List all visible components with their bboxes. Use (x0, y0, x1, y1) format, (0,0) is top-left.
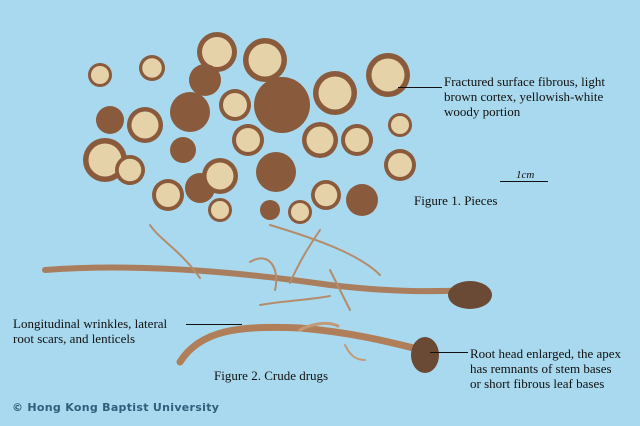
root-head-2 (411, 337, 439, 373)
root-piece (254, 77, 310, 133)
root-piece (170, 92, 210, 132)
piece-cross-section (202, 37, 232, 67)
copyright: © Hong Kong Baptist University (12, 401, 220, 414)
piece-cross-section (345, 128, 369, 152)
root-piece (346, 184, 378, 216)
root-pieces (83, 32, 416, 224)
crude-root-1 (42, 224, 473, 311)
annotation-leader-2 (186, 324, 242, 325)
piece-cross-section (314, 183, 338, 207)
piece-cross-section (142, 58, 162, 78)
root-piece (170, 137, 196, 163)
piece-cross-section (118, 158, 142, 182)
piece-cross-section (388, 153, 412, 177)
piece-cross-section (306, 126, 334, 154)
annotation-leader-1 (398, 87, 442, 88)
root-piece (189, 64, 221, 96)
root-head-1 (448, 281, 492, 309)
piece-cross-section (223, 93, 247, 117)
piece-cross-section (211, 201, 229, 219)
piece-cross-section (206, 162, 234, 190)
piece-cross-section (88, 143, 122, 177)
root-piece (256, 152, 296, 192)
crude-root-2 (176, 321, 434, 366)
piece-cross-section (318, 76, 352, 110)
scale-bar (500, 181, 548, 182)
annotation-leader-3 (430, 352, 468, 353)
piece-cross-section (248, 43, 282, 77)
figure2-caption: Figure 2. Crude drugs (214, 368, 329, 383)
piece-cross-section (291, 203, 309, 221)
piece-cross-section (156, 183, 180, 207)
piece-cross-section (371, 58, 405, 92)
piece-cross-section (391, 116, 409, 134)
piece-cross-section (236, 128, 260, 152)
root-piece (96, 106, 124, 134)
scale-label: 1cm (516, 169, 535, 181)
root-piece (260, 200, 280, 220)
piece-cross-section (91, 66, 109, 84)
figure1-caption: Figure 1. Pieces (414, 193, 498, 208)
piece-cross-section (131, 111, 159, 139)
